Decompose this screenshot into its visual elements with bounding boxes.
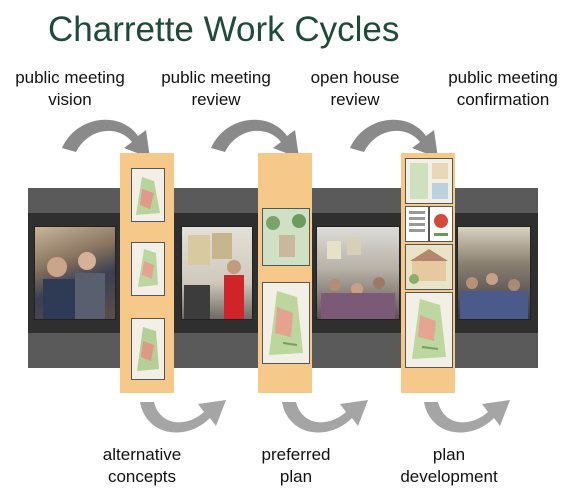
stage-label-line2: review xyxy=(191,90,241,109)
output-label-preferred-plan: preferred plan xyxy=(236,444,356,488)
site-plan-icon xyxy=(131,318,165,380)
stage-label-confirmation: public meeting confirmation xyxy=(440,67,566,111)
site-plan-icon xyxy=(405,158,453,204)
output-label-line2: concepts xyxy=(107,467,177,486)
photo-icon xyxy=(457,226,531,320)
site-plan-icon xyxy=(405,244,453,290)
stage-label-line1: open house xyxy=(310,68,400,87)
site-plan-icon xyxy=(405,206,429,242)
curved-arrow-icon xyxy=(350,119,438,158)
stage-label-line2: vision xyxy=(48,90,92,109)
output-label-line1: plan xyxy=(432,445,466,464)
site-plan-icon xyxy=(405,292,453,368)
site-plan-icon xyxy=(131,168,165,222)
output-label-line2: plan xyxy=(279,467,313,486)
stage-label-vision: public meeting vision xyxy=(6,67,134,111)
curved-arrow-icon xyxy=(282,400,368,433)
photo-icon xyxy=(34,226,116,320)
output-label-plan-development: plan development xyxy=(384,444,514,488)
stage-label-line1: public meeting xyxy=(15,68,125,87)
output-label-line1: alternative xyxy=(102,445,182,464)
stage-label-open-house: open house review xyxy=(295,67,415,111)
stage-label-line1: public meeting xyxy=(161,68,271,87)
output-label-line1: preferred xyxy=(261,445,331,464)
output-label-alternative-concepts: alternative concepts xyxy=(82,444,202,488)
photo-icon xyxy=(181,226,253,320)
curved-arrow-icon xyxy=(62,119,150,158)
stage-label-review: public meeting review xyxy=(152,67,280,111)
site-plan-icon xyxy=(262,282,310,364)
stage-label-line2: confirmation xyxy=(456,90,550,109)
curved-arrow-icon xyxy=(140,400,226,433)
page-title: Charrette Work Cycles xyxy=(48,10,400,49)
curved-arrow-icon xyxy=(424,400,510,433)
site-plan-icon xyxy=(429,206,453,242)
site-plan-icon xyxy=(262,208,310,266)
site-plan-icon xyxy=(131,242,165,296)
stage-label-line1: public meeting xyxy=(448,68,558,87)
output-label-line2: development xyxy=(400,467,498,486)
stage-label-line2: review xyxy=(330,90,380,109)
photo-icon xyxy=(316,226,400,320)
curved-arrow-icon xyxy=(211,119,299,158)
